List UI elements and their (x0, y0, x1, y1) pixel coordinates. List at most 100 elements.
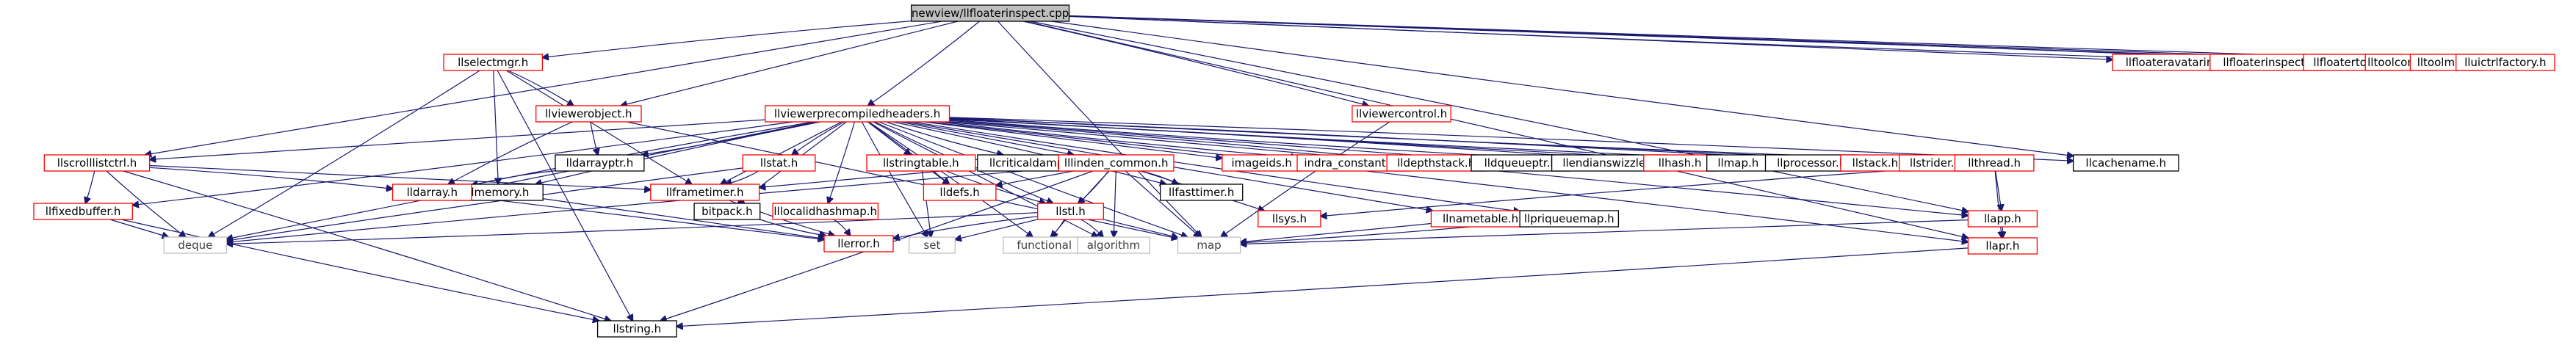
edge-llscrolllistctrl-h-to-llfixedbuffer-h (85, 170, 95, 203)
edge-llviewerprecompiledheaders-h-to-lldepthstack-h (949, 121, 1388, 159)
node-box-llstring-h (596, 320, 677, 338)
edge-llselectmgr-h-to-llmemory-h (493, 70, 499, 184)
node-llstringtable-h[interactable]: llstringtable.h (866, 154, 976, 172)
node-label-algorithm: algorithm (1087, 239, 1140, 252)
edge-llscrolllistctrl-h-to-deque (106, 170, 186, 237)
node-label-llframetimer-h: llframetimer.h (666, 186, 744, 199)
node-map: map (1177, 236, 1241, 254)
node-lldqueueptr-h: lldqueueptr.h (1471, 154, 1571, 172)
node-box-llscrolllistctrl-h (43, 154, 151, 172)
edge-llviewerobject-h-to-lldarray-h (448, 121, 573, 184)
node-llselectmgr-h[interactable]: llselectmgr.h (443, 54, 544, 71)
node-llthread-h[interactable]: llthread.h (1954, 154, 2035, 172)
node-label-llsys-h: llsys.h (1272, 212, 1307, 225)
node-functional: functional (1003, 236, 1086, 254)
node-llendianswizzle-h: llendianswizzle.h (1551, 154, 1667, 172)
node-llviewercontrol-h[interactable]: llviewercontrol.h (1352, 105, 1451, 123)
node-box-llviewercontrol-h (1352, 105, 1451, 123)
edge-llnametable-h-to-map (1241, 222, 1432, 242)
node-llapp-h[interactable]: llapp.h (1967, 210, 2038, 228)
node-label-llfloateravatarinfo-h: llfloateravatarinfo.h (2126, 56, 2234, 69)
node-llfloaterinspect-h[interactable]: llfloaterinspect.h (2209, 54, 2329, 71)
node-label-llmap-h: llmap.h (1717, 156, 1758, 170)
node-llfixedbuffer-h[interactable]: llfixedbuffer.h (33, 203, 133, 220)
edge-llviewerprecompiledheaders-h-to-llframetimer-h (721, 121, 843, 184)
node-label-llprocessor-h: llprocessor.h (1777, 156, 1846, 170)
node-label-llcachename-h: llcachename.h (2085, 156, 2166, 170)
node-label-functional: functional (1017, 239, 1072, 252)
node-label-deque: deque (178, 239, 212, 252)
edge-llstringtable-h-to-set (921, 170, 931, 237)
node-box-newview-llfloaterinspect-cpp (910, 4, 1070, 22)
node-label-llcriticaldamp-h: llcriticaldamp.h (989, 156, 1075, 170)
node-llstat-h[interactable]: llstat.h (742, 154, 816, 172)
edge-llviewerprecompiledheaders-h-to-indra-constants-h (938, 121, 1297, 157)
edge-llviewerprecompiledheaders-h-to-set (861, 121, 927, 237)
node-llstrider-h[interactable]: llstrider.h (1899, 154, 1972, 172)
node-label-imageids-h: imageids.h (1231, 156, 1292, 170)
edge-llviewerprecompiledheaders-h-to-imageids-h (923, 121, 1222, 159)
node-box-lllinden-common-h (1058, 154, 1175, 172)
edge-llselectmgr-h-to-llviewerobject-h (508, 70, 574, 106)
node-box-llsys-h (1258, 210, 1321, 228)
node-label-lllinden-common-h: lllinden_common.h (1064, 156, 1169, 170)
node-box-llapr-h (1967, 237, 2038, 255)
node-box-lldarray-h (392, 184, 472, 201)
edge-llstat-h-to-llframetimer-h (726, 170, 760, 184)
edge-llviewerprecompiledheaders-h-to-llcriticaldamp-h (885, 121, 1003, 155)
edge-lllinden-common-h-to-algorithm (1114, 170, 1116, 237)
node-llframetimer-h[interactable]: llframetimer.h (650, 184, 760, 201)
edge-llmemory-h-to-llerror-h (543, 198, 824, 239)
node-label-lldepthstack-h: lldepthstack.h (1397, 156, 1475, 170)
node-llsys-h[interactable]: llsys.h (1258, 210, 1321, 228)
node-box-deque (163, 236, 228, 254)
node-label-llmemory-h: llmemory.h (468, 186, 529, 199)
edge-llfixedbuffer-h-to-llstring-h (120, 219, 599, 321)
node-llviewerprecompiledheaders-h[interactable]: llviewerprecompiledheaders.h (765, 105, 950, 123)
edge-llselectmgr-h-to-llframetimer-h (505, 70, 692, 184)
edge-llviewerprecompiledheaders-h-to-functional (868, 121, 1033, 237)
node-box-lldarrayptr-h (555, 154, 645, 172)
node-box-algorithm (1077, 236, 1150, 254)
node-label-llendianswizzle-h: llendianswizzle.h (1562, 156, 1656, 170)
node-indra-constants-h[interactable]: indra_constants.h (1296, 154, 1410, 172)
node-llscrolllistctrl-h[interactable]: llscrolllistctrl.h (43, 154, 151, 172)
node-label-llstl-h: llstl.h (1056, 205, 1085, 218)
edge-llviewerprecompiledheaders-h-to-llfixedbuffer-h (132, 121, 793, 206)
edge-llviewerprecompiledheaders-h-to-llstat-h (792, 121, 845, 155)
node-box-lluictrlfactory-h (2456, 54, 2555, 71)
node-newview-llfloaterinspect-cpp[interactable]: newview/llfloaterinspect.cpp (910, 4, 1070, 22)
node-llmemory-h: llmemory.h (453, 184, 544, 201)
node-imageids-h[interactable]: imageids.h (1222, 154, 1302, 172)
node-llstl-h[interactable]: llstl.h (1037, 203, 1104, 220)
edge-lldarray-h-to-llerror-h (471, 196, 824, 240)
edge-llthread-h-to-llapp-h (1995, 170, 2002, 211)
node-lllocalidhashmap-h[interactable]: lllocalidhashmap.h (772, 203, 879, 220)
node-llcachename-h: llcachename.h (2072, 154, 2179, 172)
node-label-llstrider-h: llstrider.h (1910, 156, 1961, 170)
edge-newview-llfloaterinspect-cpp-to-llapp-h (1030, 21, 1968, 211)
edge-llstl-h-to-llerror-h (893, 216, 1038, 239)
edge-llviewerobject-h-to-map (627, 121, 1177, 239)
edge-llstl-h-to-algorithm (1080, 219, 1104, 237)
node-bitpack-h: bitpack.h (693, 203, 761, 220)
edge-llviewerprecompiledheaders-h-to-algorithm (873, 121, 1098, 237)
node-lllinden-common-h[interactable]: lllinden_common.h (1058, 154, 1175, 172)
node-llerror-h[interactable]: llerror.h (823, 235, 894, 253)
node-box-llstl-h (1037, 203, 1104, 220)
node-box-llpriqueuemap-h (1519, 210, 1620, 228)
node-box-llstat-h (742, 154, 816, 172)
edge-newview-llfloaterinspect-cpp-to-llselectmgr-h (542, 21, 912, 58)
node-lldefs-h[interactable]: lldefs.h (923, 184, 997, 201)
node-deque: deque (163, 236, 228, 254)
node-lldepthstack-h[interactable]: lldepthstack.h (1386, 154, 1487, 172)
node-llviewerobject-h[interactable]: llviewerobject.h (535, 105, 642, 123)
node-llmap-h: llmap.h (1706, 154, 1770, 172)
node-llhash-h[interactable]: llhash.h (1643, 154, 1717, 172)
node-lldarray-h[interactable]: lldarray.h (392, 184, 472, 201)
node-llapr-h[interactable]: llapr.h (1967, 237, 2038, 255)
node-llnametable-h[interactable]: llnametable.h (1430, 210, 1531, 228)
node-label-map: map (1197, 239, 1221, 252)
node-lluictrlfactory-h[interactable]: lluictrlfactory.h (2456, 54, 2555, 71)
edge-lllinden-common-h-to-map (1125, 170, 1200, 237)
